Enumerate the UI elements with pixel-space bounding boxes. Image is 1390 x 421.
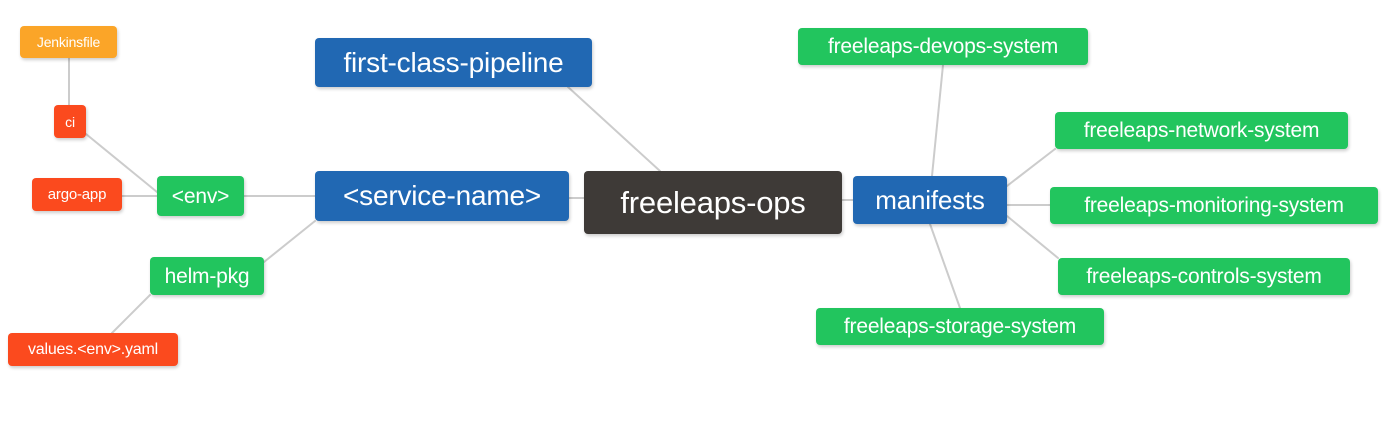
edge-helm-pkg-to-service-name xyxy=(263,220,316,263)
mindmap-node-freeleaps-network-system[interactable]: freeleaps-network-system xyxy=(1055,112,1348,149)
node-label-manifests: manifests xyxy=(875,185,985,215)
node-label-freeleaps-network-system: freeleaps-network-system xyxy=(1083,119,1320,142)
node-label-env: <env> xyxy=(171,184,230,208)
mindmap-node-helm-pkg[interactable]: helm-pkg xyxy=(150,257,264,295)
edge-manifests-to-freeleaps-storage-system xyxy=(929,223,961,309)
edge-manifests-to-freeleaps-devops-system xyxy=(931,64,944,177)
mindmap-node-manifests[interactable]: manifests xyxy=(853,176,1007,224)
node-label-freeleaps-devops-system: freeleaps-devops-system xyxy=(828,35,1058,58)
node-label-ci: ci xyxy=(65,113,75,130)
edge-manifests-to-freeleaps-network-system xyxy=(1006,148,1056,187)
mindmap-node-ci[interactable]: ci xyxy=(54,105,86,138)
mindmap-node-env[interactable]: <env> xyxy=(157,176,244,216)
edge-first-class-pipeline-to-freeleaps-ops xyxy=(567,86,661,172)
mindmap-node-freeleaps-devops-system[interactable]: freeleaps-devops-system xyxy=(798,28,1088,65)
edge-values-yaml-to-helm-pkg xyxy=(111,294,151,334)
node-label-freeleaps-monitoring-system: freeleaps-monitoring-system xyxy=(1084,194,1344,217)
mindmap-node-values-yaml[interactable]: values.<env>.yaml xyxy=(8,333,178,366)
node-label-values-yaml: values.<env>.yaml xyxy=(27,340,158,358)
node-label-jenkinsfile: Jenkinsfile xyxy=(36,34,101,50)
mindmap-node-jenkinsfile[interactable]: Jenkinsfile xyxy=(20,26,117,58)
mindmap-node-first-class-pipeline[interactable]: first-class-pipeline xyxy=(315,38,592,87)
mindmap-node-freeleaps-monitoring-system[interactable]: freeleaps-monitoring-system xyxy=(1050,187,1378,224)
mindmap-node-freeleaps-ops[interactable]: freeleaps-ops xyxy=(584,171,842,234)
node-label-first-class-pipeline: first-class-pipeline xyxy=(343,46,564,78)
node-label-helm-pkg: helm-pkg xyxy=(164,264,250,288)
node-label-freeleaps-ops: freeleaps-ops xyxy=(620,185,806,220)
edge-manifests-to-freeleaps-controls-system xyxy=(1006,215,1059,259)
edge-ci-to-env xyxy=(85,133,158,193)
mindmap-node-freeleaps-controls-system[interactable]: freeleaps-controls-system xyxy=(1058,258,1350,295)
mindmap-node-service-name[interactable]: <service-name> xyxy=(315,171,569,221)
node-label-freeleaps-controls-system: freeleaps-controls-system xyxy=(1086,265,1322,288)
mindmap-node-argo-app[interactable]: argo-app xyxy=(32,178,122,211)
node-label-argo-app: argo-app xyxy=(47,186,107,203)
node-label-service-name: <service-name> xyxy=(343,180,541,211)
node-label-freeleaps-storage-system: freeleaps-storage-system xyxy=(843,315,1077,338)
mindmap-node-freeleaps-storage-system[interactable]: freeleaps-storage-system xyxy=(816,308,1104,345)
